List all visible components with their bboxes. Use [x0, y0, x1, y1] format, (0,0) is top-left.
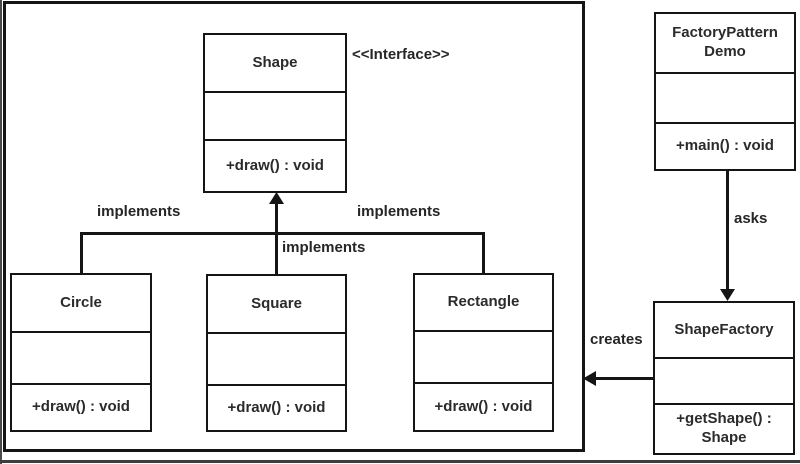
- interface-stereotype-label: <<Interface>>: [352, 46, 450, 63]
- class-box-factorypatterndemo: FactoryPattern Demo +main() : void: [654, 12, 796, 171]
- class-method-factorypatterndemo: +main() : void: [656, 122, 794, 169]
- image-left-border: [0, 0, 2, 464]
- class-name-factorypatterndemo-line2: Demo: [704, 43, 746, 60]
- asks-arrow-shaft: [726, 170, 729, 290]
- class-name-square: Square: [251, 294, 302, 312]
- class-box-rectangle: Rectangle +draw() : void: [413, 273, 554, 432]
- implements-drop-rectangle: [482, 232, 485, 274]
- class-attributes-rectangle: [415, 330, 552, 382]
- creates-arrow-shaft: [594, 377, 654, 380]
- implements-label-left: implements: [97, 203, 181, 220]
- image-bottom-border: [0, 460, 800, 463]
- class-box-shape: Shape +draw() : void: [203, 33, 347, 193]
- class-name-shape: Shape: [252, 53, 298, 71]
- system-boundary-box: [3, 1, 585, 452]
- class-name-shapefactory: ShapeFactory: [674, 320, 774, 338]
- class-name-circle: Circle: [60, 293, 102, 311]
- class-method-rectangle: +draw() : void: [415, 382, 552, 430]
- class-method-circle: +draw() : void: [12, 383, 150, 430]
- class-attributes-shapefactory: [655, 357, 793, 403]
- implements-drop-circle: [80, 232, 83, 274]
- class-method-square: +draw() : void: [208, 384, 345, 430]
- arrow-up-icon: [269, 192, 284, 204]
- class-method-shapefactory-line1: +getShape() :: [676, 410, 772, 428]
- class-attributes-factorypatterndemo: [656, 72, 794, 122]
- class-method-shapefactory-line2: Shape: [701, 429, 747, 446]
- class-method-shapefactory: +getShape() : Shape: [655, 403, 793, 453]
- implements-label-right: implements: [357, 203, 441, 220]
- class-attributes-square: [208, 332, 345, 384]
- class-attributes-circle: [12, 331, 150, 383]
- implements-bus-line: [80, 232, 484, 235]
- implements-label-center: implements: [282, 239, 366, 256]
- class-box-square: Square +draw() : void: [206, 274, 347, 432]
- asks-label: asks: [734, 210, 768, 227]
- class-method-shape: +draw() : void: [205, 139, 345, 191]
- class-attributes-shape: [205, 91, 345, 139]
- class-name-factorypatterndemo-line1: FactoryPattern: [672, 24, 778, 42]
- class-box-circle: Circle +draw() : void: [10, 273, 152, 432]
- class-name-rectangle: Rectangle: [447, 293, 520, 311]
- class-name-factorypatterndemo: FactoryPattern Demo: [656, 14, 794, 72]
- class-box-shapefactory: ShapeFactory +getShape() : Shape: [653, 301, 795, 455]
- arrow-left-icon: [583, 371, 596, 386]
- implements-arrow-shaft: [275, 202, 278, 274]
- arrow-down-icon: [720, 289, 735, 301]
- creates-label: creates: [590, 331, 643, 348]
